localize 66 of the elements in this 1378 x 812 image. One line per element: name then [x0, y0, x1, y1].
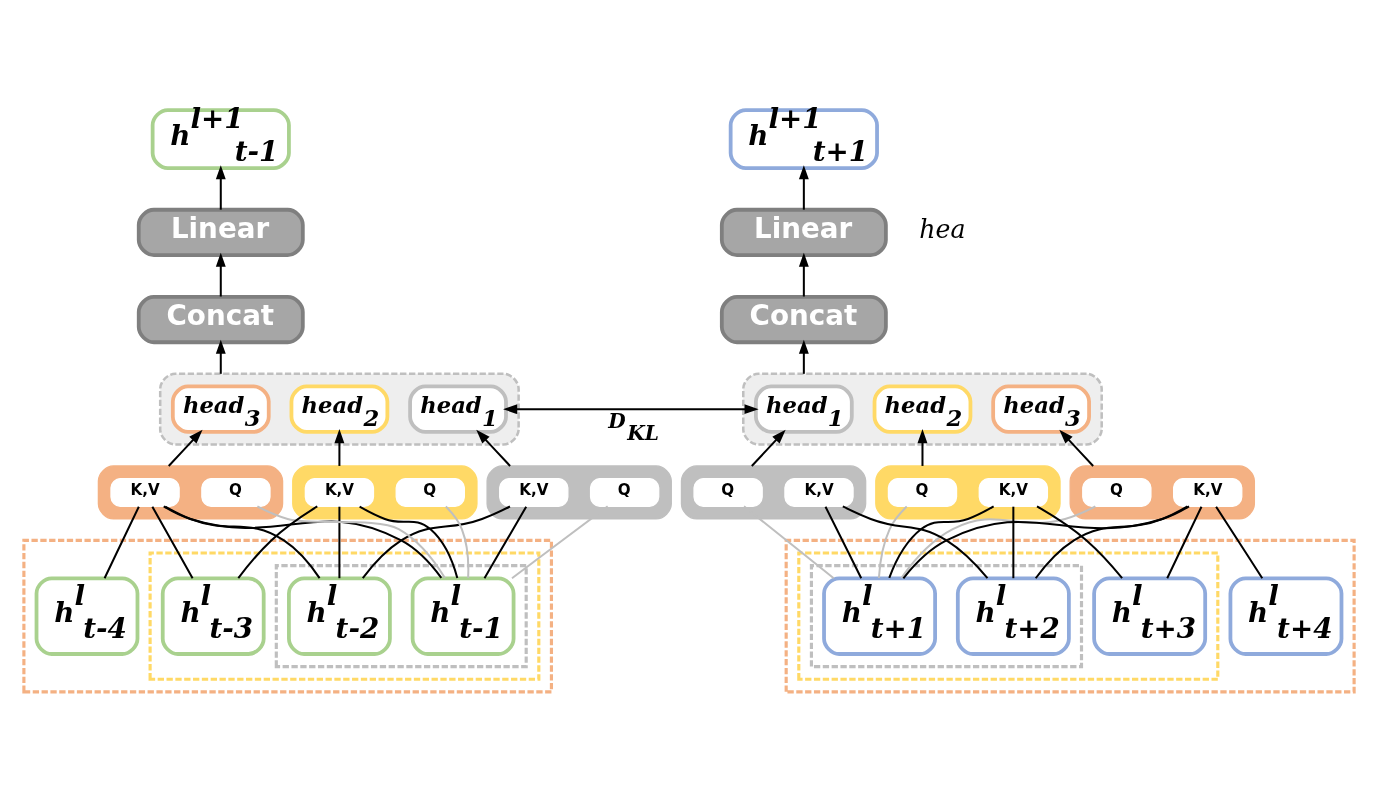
connector — [900, 505, 1096, 579]
arrow — [798, 165, 809, 210]
node-box: K,V — [978, 477, 1049, 507]
cluster — [486, 465, 672, 520]
cluster — [1069, 465, 1256, 520]
arrow — [751, 429, 786, 467]
node-box: K,V — [784, 477, 854, 507]
cluster — [875, 465, 1061, 520]
connector — [164, 505, 321, 579]
arrow — [798, 252, 809, 297]
node-box: Q — [201, 477, 271, 507]
node-box: Q — [693, 477, 763, 507]
node-box: Q — [395, 477, 465, 507]
cluster — [809, 564, 1084, 669]
connector — [256, 505, 446, 579]
node-box: Concat — [136, 294, 305, 345]
arrow — [503, 404, 759, 415]
connector — [1166, 506, 1203, 579]
cluster — [680, 465, 867, 520]
connector — [842, 505, 989, 579]
connector — [483, 506, 528, 579]
connector — [338, 506, 341, 579]
connector — [1034, 505, 1188, 579]
node-box: Linear — [719, 207, 888, 258]
arrow — [1059, 429, 1094, 467]
connector — [359, 505, 459, 579]
cluster — [274, 564, 528, 669]
arrow — [798, 339, 809, 374]
cluster — [22, 538, 554, 694]
node-box: Linear — [136, 207, 305, 258]
arrow — [334, 429, 345, 466]
node-box: K,V — [110, 477, 180, 507]
connector — [743, 505, 835, 579]
cluster — [797, 551, 1220, 681]
node-box: Q — [589, 477, 660, 507]
node-box: Q — [887, 477, 958, 507]
connector — [1012, 506, 1015, 579]
connector — [1036, 505, 1123, 579]
connector — [151, 506, 194, 579]
connector — [237, 505, 318, 579]
connector — [445, 505, 470, 578]
connector — [888, 505, 995, 579]
node-box: Q — [1082, 477, 1152, 507]
arrow — [168, 429, 203, 467]
node-box: K,V — [304, 477, 375, 507]
arrow — [215, 165, 226, 210]
connector — [103, 506, 140, 579]
arrow — [215, 252, 226, 297]
cluster — [148, 551, 541, 681]
connector — [902, 505, 1190, 579]
connector — [163, 505, 443, 579]
node-box: K,V — [499, 477, 569, 507]
label: hea — [919, 214, 966, 244]
connector — [824, 506, 863, 579]
node-box: K,V — [1173, 477, 1243, 507]
connector — [1215, 506, 1264, 579]
cluster — [784, 538, 1356, 694]
cluster — [97, 465, 284, 520]
arrow — [917, 429, 928, 466]
arrow — [476, 429, 511, 467]
arrow — [215, 339, 226, 374]
connector — [877, 505, 908, 579]
node-box: Concat — [719, 294, 888, 345]
connector — [361, 505, 511, 579]
cluster — [292, 465, 478, 520]
connector — [511, 505, 609, 579]
